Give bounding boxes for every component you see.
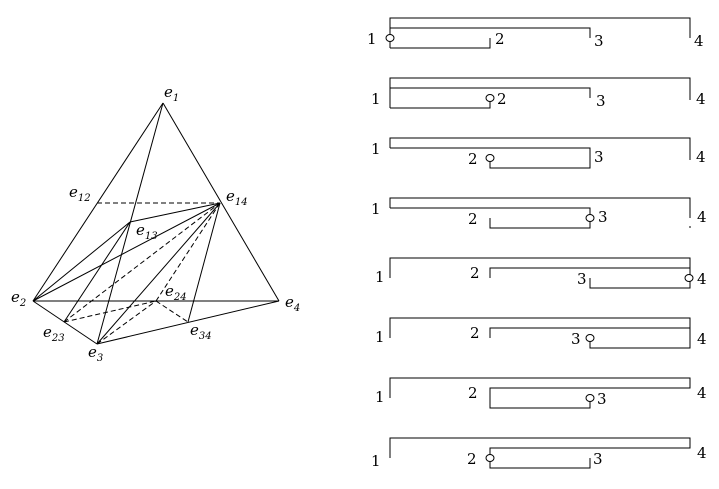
node-label: 4 xyxy=(697,270,707,288)
label-e2: e2 xyxy=(11,288,26,309)
node-label: 2 xyxy=(470,264,480,282)
node-label: 2 xyxy=(495,30,505,48)
marker-ring xyxy=(485,454,495,462)
node-label: 2 xyxy=(467,450,477,468)
node-label: 1 xyxy=(375,328,385,346)
bracket-1-2 xyxy=(390,38,491,49)
label-e3: e3 xyxy=(88,343,103,364)
bracket-2-4 xyxy=(489,267,690,278)
node-label: 1 xyxy=(371,200,381,218)
node-label: 4 xyxy=(696,90,706,108)
node-label: 3 xyxy=(597,390,607,408)
marker-ring xyxy=(485,154,495,162)
sequence-row-5: 1 2 3 4 xyxy=(375,257,707,289)
node-label: 4 xyxy=(697,384,707,402)
bracket-1-4 xyxy=(389,17,691,48)
edge-e13-e14 xyxy=(129,202,221,223)
node-label: 2 xyxy=(468,210,478,228)
label-e34: e34 xyxy=(190,321,212,342)
node-label: 2 xyxy=(468,150,478,168)
node-label: 3 xyxy=(577,270,587,288)
marker-ring xyxy=(385,34,395,42)
dash-e3-e24 xyxy=(96,300,157,345)
edge-e2-e14 xyxy=(32,202,221,302)
bracket-1-4-2-3 xyxy=(389,437,691,469)
bracket-1-4 xyxy=(389,77,691,108)
tetrahedron-diagram: e1 e12 e14 e13 e2 e24 e4 e23 e34 e3 xyxy=(11,83,300,364)
node-label: 3 xyxy=(596,92,606,110)
sequence-row-7: 1 2 3 4 xyxy=(375,377,707,409)
edge-e1-e2 xyxy=(32,102,164,302)
label-e4: e4 xyxy=(285,293,300,314)
bracket-1-4 xyxy=(389,137,691,160)
node-label: 3 xyxy=(598,208,608,226)
node-label: 2 xyxy=(470,324,480,342)
node-label: 3 xyxy=(571,330,581,348)
label-e12: e12 xyxy=(69,183,91,204)
sequence-row-6: 1 2 3 4 xyxy=(375,317,707,349)
bracket-1-2 xyxy=(390,98,491,109)
node-label: 4 xyxy=(697,444,707,462)
node-label: 4 xyxy=(697,330,707,348)
node-label: 4 xyxy=(697,208,707,226)
edge-e1-e3 xyxy=(96,102,164,345)
node-label: 1 xyxy=(371,90,381,108)
edge-e1-e4 xyxy=(162,102,280,302)
label-e23: e23 xyxy=(43,323,65,344)
marker-ring xyxy=(585,214,595,222)
bracket-2-3 xyxy=(390,147,591,169)
bracket-1-4 xyxy=(389,197,691,218)
marker-ring xyxy=(684,274,694,282)
sequence-row-2: 1 2 3 4 xyxy=(371,77,706,110)
bracket-1-3 xyxy=(390,87,591,98)
marker-ring xyxy=(585,334,595,342)
bracket-1-4-3 xyxy=(389,317,691,349)
edge-e3-e14 xyxy=(96,202,221,345)
marker-ring xyxy=(585,394,595,402)
edge-e3-e4 xyxy=(96,300,280,345)
edge-e2-e13 xyxy=(32,221,131,302)
node-label: 4 xyxy=(696,148,706,166)
edge-e14-e34 xyxy=(187,202,221,323)
sequence-row-4: 1 2 3 4 xyxy=(371,197,707,229)
node-label: 2 xyxy=(468,384,478,402)
label-e1: e1 xyxy=(164,83,179,104)
node-label: 1 xyxy=(371,452,381,470)
node-label: 4 xyxy=(694,32,704,50)
label-e14: e14 xyxy=(226,187,248,208)
node-label: 1 xyxy=(371,140,381,158)
edge-e2-e3 xyxy=(32,300,98,345)
node-label: 3 xyxy=(594,148,604,166)
node-label: 2 xyxy=(497,90,507,108)
label-e13: e13 xyxy=(136,221,158,242)
dash-e24-e34 xyxy=(155,300,189,323)
dash-e24-e14 xyxy=(155,202,221,302)
bracket-2-4 xyxy=(489,327,690,338)
node-label: 3 xyxy=(593,450,603,468)
edge-e13-e23 xyxy=(63,221,131,323)
dash-e23-e14 xyxy=(63,202,221,323)
bracket-1-4-3 xyxy=(389,257,691,289)
node-label: 1 xyxy=(375,268,385,286)
node-label: 3 xyxy=(594,32,604,50)
label-e24: e24 xyxy=(165,282,187,303)
bracket-2-3 xyxy=(390,207,591,229)
sequence-row-1: 1 2 3 4 xyxy=(367,17,704,50)
node-label: 1 xyxy=(367,30,377,48)
bracket-1-4-2-3 xyxy=(389,377,691,409)
bracket-sequence: 1 2 3 4 1 2 3 4 1 2 3 4 xyxy=(367,17,707,470)
node-label: 1 xyxy=(375,388,385,406)
marker-ring xyxy=(485,94,495,102)
sequence-row-3: 1 2 3 4 xyxy=(371,137,706,169)
sequence-row-8: 1 2 3 4 xyxy=(371,437,707,470)
